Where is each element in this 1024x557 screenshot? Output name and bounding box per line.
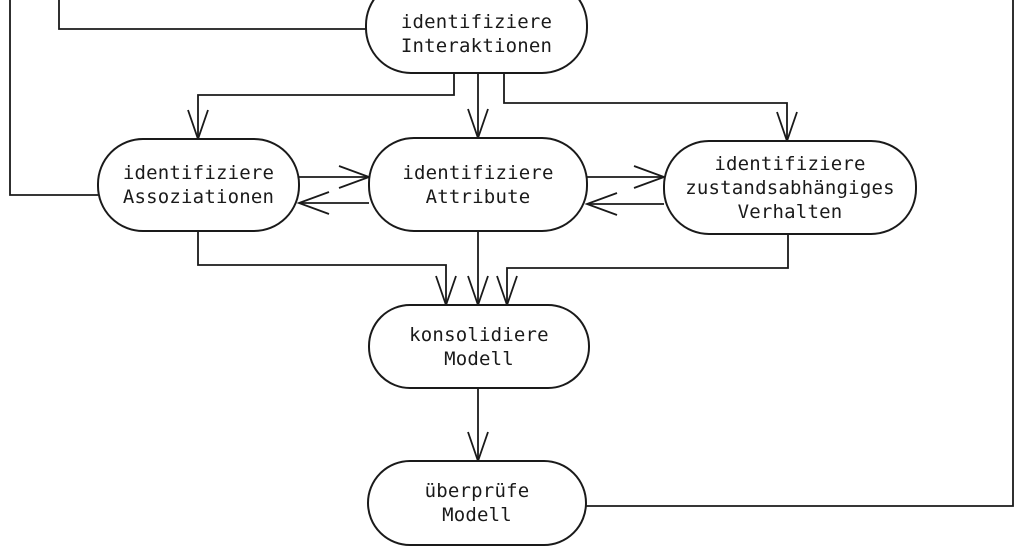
edge-attribute-to-assoziationen xyxy=(296,191,369,215)
edge-feedback-left-to-interaktionen xyxy=(58,0,367,30)
node-label-line: Attribute xyxy=(425,185,531,208)
edge-verhalten-to-konsolidiere xyxy=(496,234,789,308)
edge-assoziationen-to-attribute xyxy=(299,165,372,189)
node-label-line: identifiziere xyxy=(400,10,553,33)
edge-assoziationen-to-konsolidiere xyxy=(197,231,457,308)
node-konsolidiere-modell: konsolidiere Modell xyxy=(368,304,590,389)
node-identifiziere-interaktionen: identifiziere Interaktionen xyxy=(365,0,588,74)
node-ueberpruefe-modell: überprüfe Modell xyxy=(367,460,587,546)
node-label-line: zustandsabhängiges xyxy=(685,176,895,199)
edge-ueberpruefe-feedback-right xyxy=(585,0,1014,507)
node-label-line: Modell xyxy=(444,347,514,370)
edge-konsolidiere-to-ueberpruefe xyxy=(467,388,489,464)
node-label-line: identifiziere xyxy=(714,152,866,175)
node-label-line: Assoziationen xyxy=(122,186,275,208)
edge-verhalten-to-attribute xyxy=(584,192,664,216)
node-label-line: Modell xyxy=(442,504,512,526)
node-label-line: überprüfe xyxy=(424,480,530,502)
node-label-line: konsolidiere xyxy=(409,323,549,346)
node-label-line: identifiziere xyxy=(122,162,275,184)
edge-interaktionen-to-attribute xyxy=(467,73,489,141)
edge-attribute-to-konsolidiere xyxy=(467,231,489,308)
node-identifiziere-attribute: identifiziere Attribute xyxy=(368,137,588,232)
node-identifiziere-assoziationen: identifiziere Assoziationen xyxy=(97,138,300,232)
arrowhead-left xyxy=(296,191,330,215)
arrowhead-left xyxy=(584,192,618,216)
edge-feedback-left-to-assoziationen xyxy=(9,0,98,196)
edge-interaktionen-to-assoziationen xyxy=(187,73,455,142)
node-label-line: identifiziere xyxy=(402,161,554,184)
node-label-line: Interaktionen xyxy=(400,34,553,57)
node-label-line: Verhalten xyxy=(737,200,843,223)
edge-attribute-to-verhalten xyxy=(587,165,667,189)
edge-interaktionen-to-verhalten xyxy=(503,73,798,144)
node-identifiziere-zustandsabhaengiges-verhalten: identifiziere zustandsabhängiges Verhalt… xyxy=(663,140,917,235)
